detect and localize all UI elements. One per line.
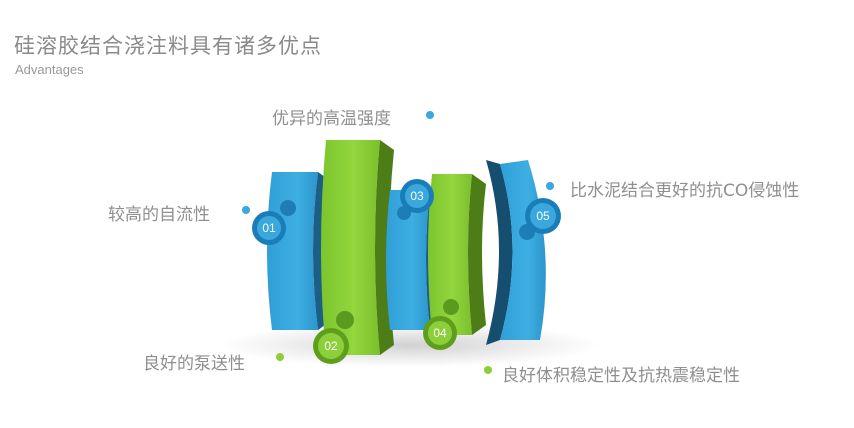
connector-dot-05 xyxy=(546,182,554,190)
badge-04: 04 xyxy=(423,316,457,350)
badge-02-number: 02 xyxy=(324,339,338,353)
segment-04 xyxy=(428,174,486,335)
label-04: 良好体积稳定性及抗热震稳定性 xyxy=(502,366,740,386)
badge-02: 02 xyxy=(313,328,349,364)
deco-dot xyxy=(336,311,354,329)
deco-dot xyxy=(280,200,296,216)
badge-01: 01 xyxy=(252,211,286,245)
label-03: 优异的高温强度 xyxy=(272,109,391,129)
badge-05-number: 05 xyxy=(536,209,550,223)
label-02: 良好的泵送性 xyxy=(143,354,245,374)
badge-01-number: 01 xyxy=(262,221,276,235)
deco-dot xyxy=(443,299,459,315)
connector-dot-03 xyxy=(426,111,434,119)
connector-dot-01 xyxy=(242,206,250,214)
segment-05 xyxy=(486,160,546,345)
page-title: 硅溶胶结合浇注料具有诸多优点 xyxy=(14,34,322,58)
badge-04-number: 04 xyxy=(433,326,447,340)
label-01: 较高的自流性 xyxy=(108,205,210,225)
segment-02 xyxy=(321,140,394,355)
page-subtitle: Advantages xyxy=(15,62,84,77)
badge-05: 05 xyxy=(525,198,561,234)
badge-03: 03 xyxy=(400,179,434,213)
label-05: 比水泥结合更好的抗CO侵蚀性 xyxy=(570,181,800,201)
badge-03-number: 03 xyxy=(410,189,424,203)
connector-dot-04 xyxy=(484,366,492,374)
connector-dot-02 xyxy=(276,353,284,361)
